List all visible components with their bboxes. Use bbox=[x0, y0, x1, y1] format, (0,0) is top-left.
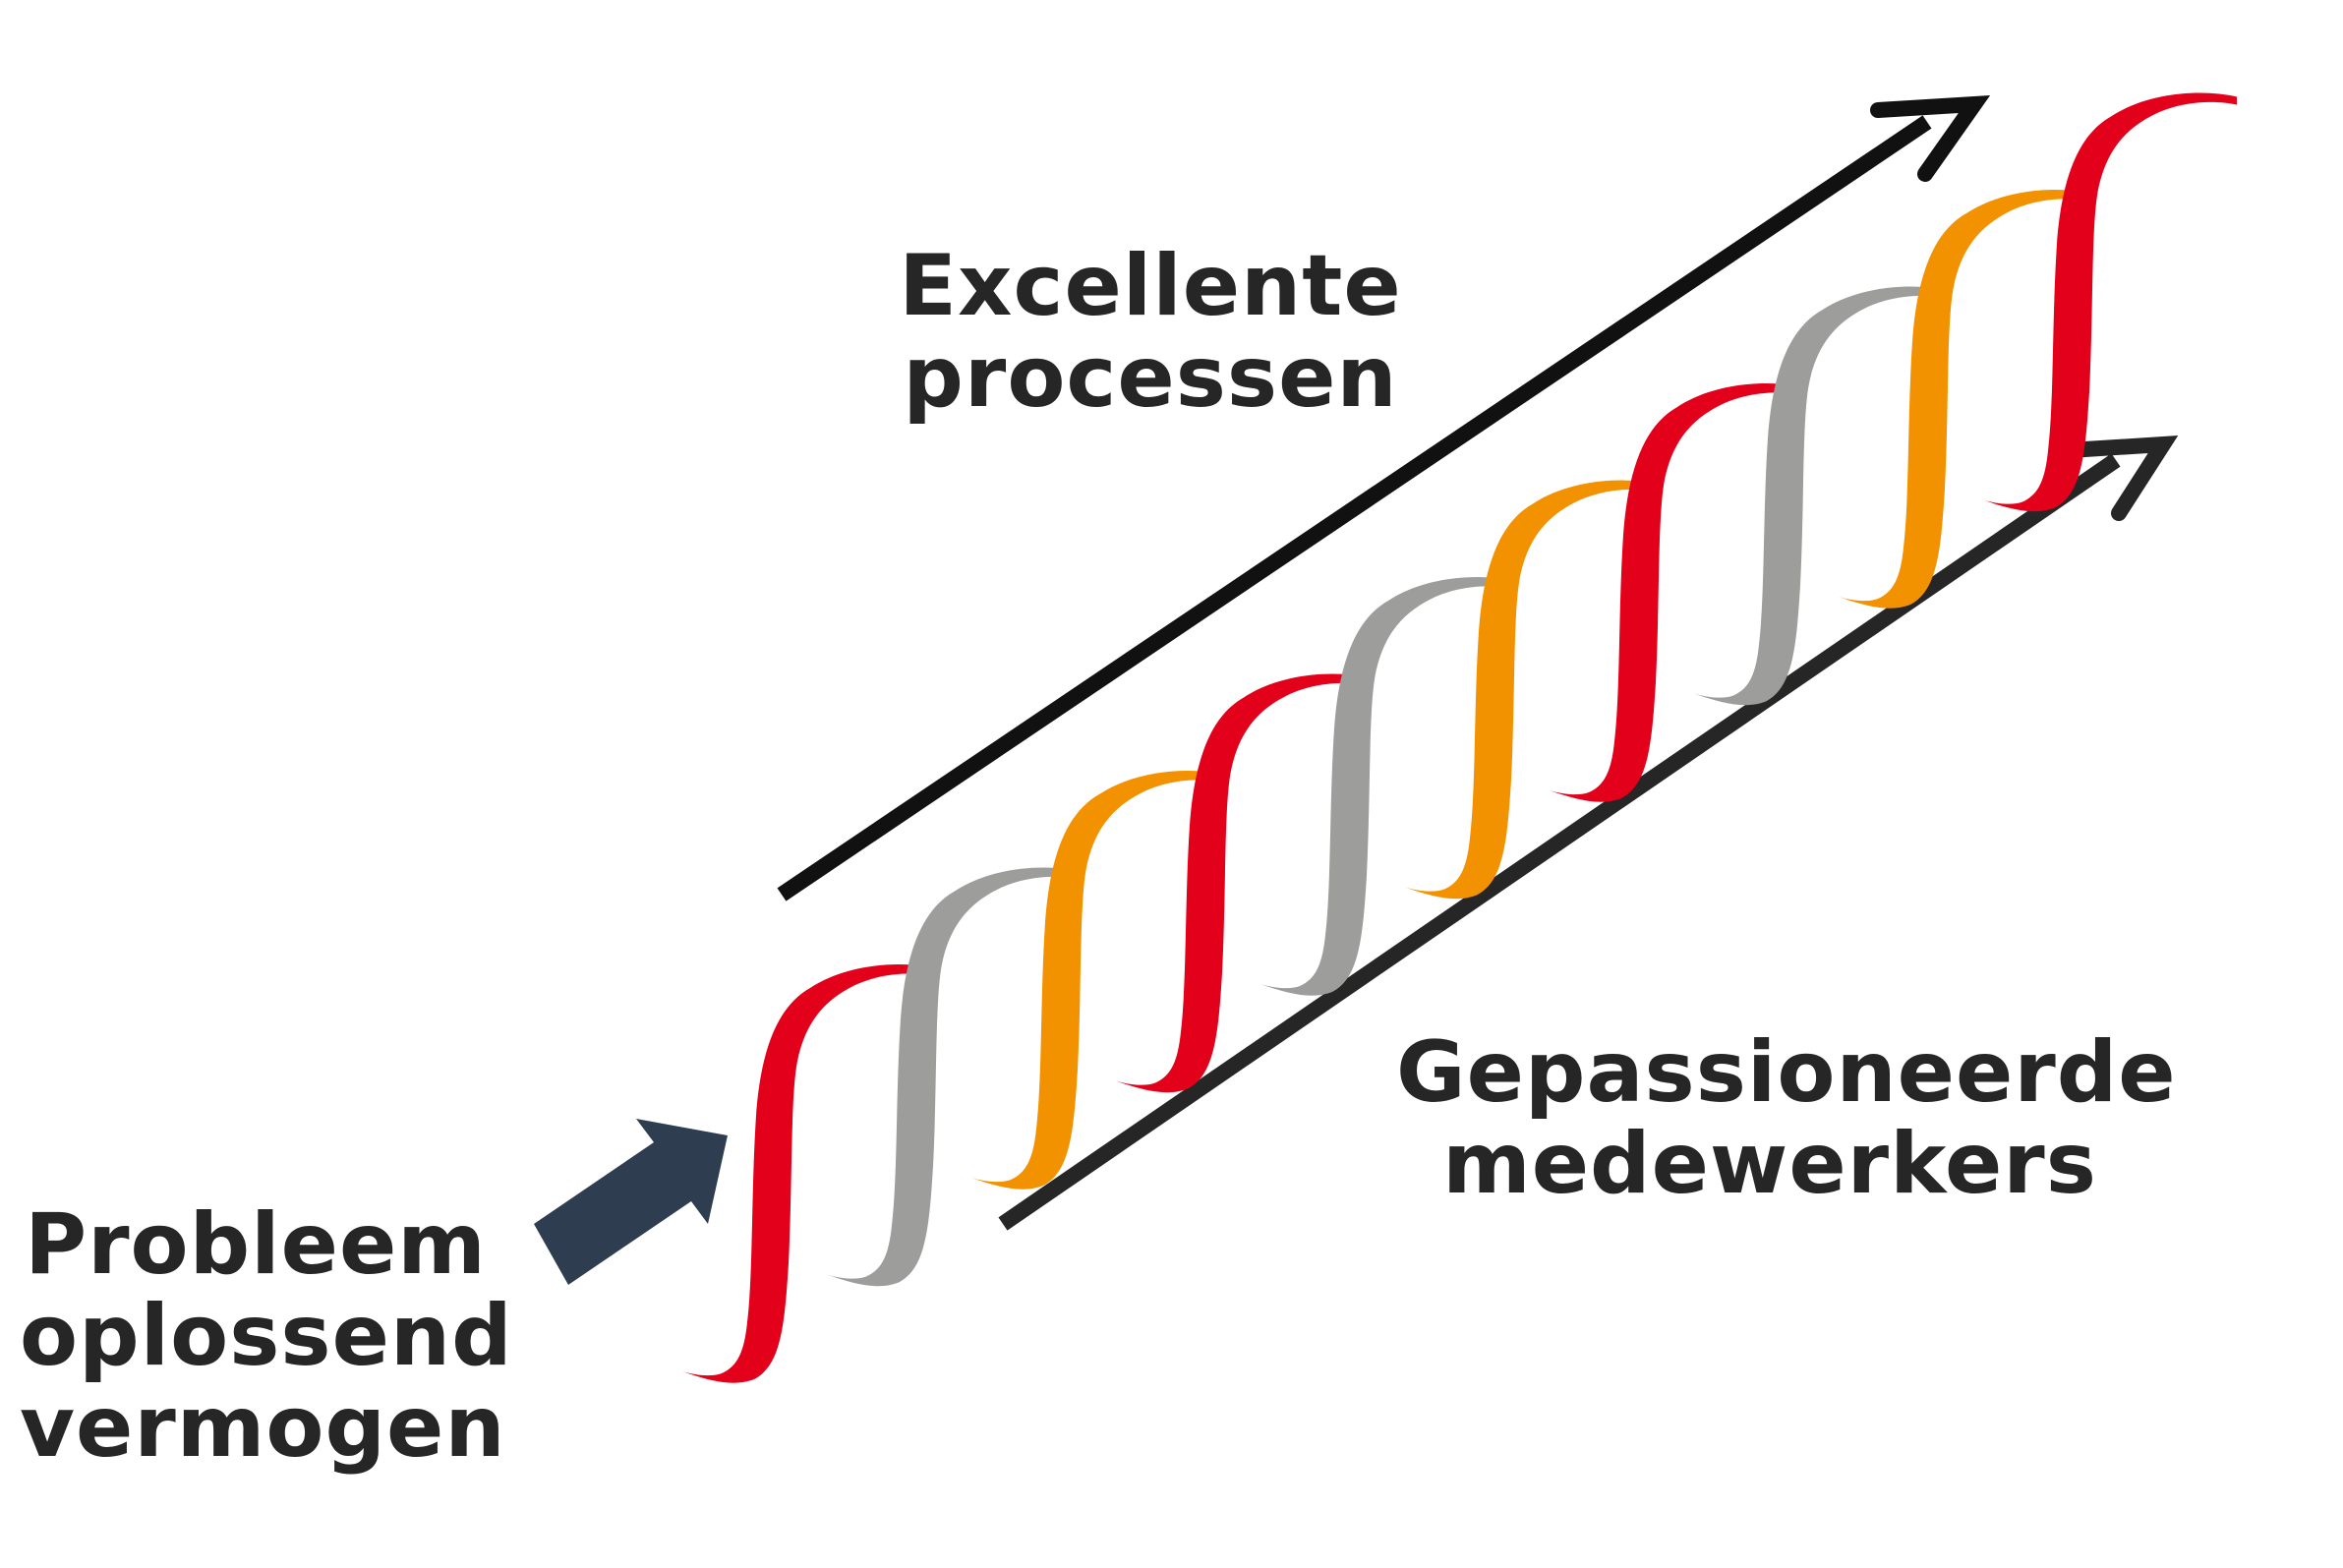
label-probleem-oplossend-vermogen: Probleem oplossend vermogen bbox=[20, 1195, 513, 1477]
label-top-line-2: processen bbox=[903, 327, 1398, 427]
label-excellente-processen: Excellente processen bbox=[885, 241, 1416, 424]
label-left-line-2: oplossend bbox=[20, 1286, 513, 1385]
label-bottom-line-2: medewerkers bbox=[1442, 1114, 2097, 1213]
label-bottom-line-1: Gepassioneerde bbox=[1396, 1023, 2177, 1122]
arrow-bottom-gepassioneerde bbox=[998, 436, 2179, 1231]
label-gepassioneerde-medewerkers: Gepassioneerde medewerkers bbox=[1396, 1023, 2177, 1213]
label-top-line-1: Excellente bbox=[899, 237, 1402, 335]
arrow-left-probleem bbox=[534, 1119, 728, 1285]
label-left-line-1: Probleem bbox=[25, 1195, 487, 1294]
label-left-line-3: vermogen bbox=[20, 1377, 506, 1477]
arrow-top-excellente bbox=[777, 94, 1991, 901]
